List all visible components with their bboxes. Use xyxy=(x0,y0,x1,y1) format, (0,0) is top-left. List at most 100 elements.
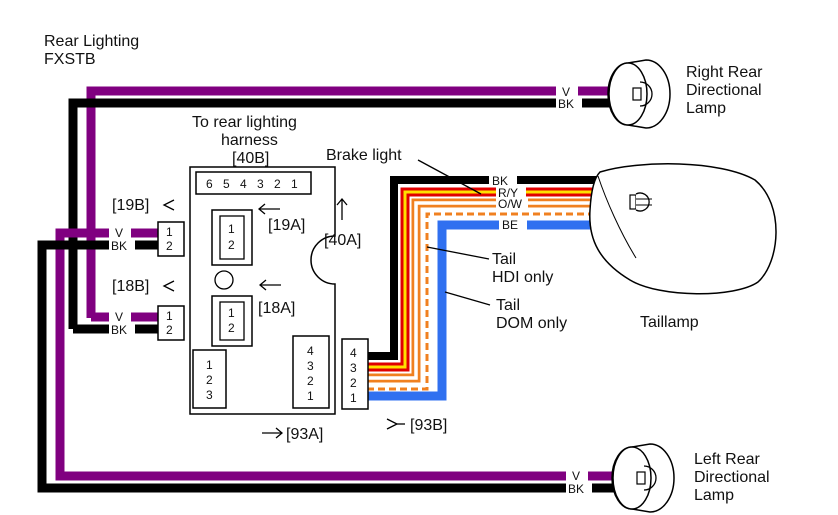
pin-label: 2 xyxy=(206,373,213,387)
pin-label: 4 xyxy=(307,344,314,358)
pin-label: 3 xyxy=(206,388,213,402)
right-lamp-label-line2: Directional xyxy=(686,82,762,99)
tail-hdi-label-line2: HDI only xyxy=(492,269,553,286)
pin-label: 1 xyxy=(166,309,173,323)
wire-label-bg xyxy=(109,323,135,336)
wire-label-19b-bk: BK xyxy=(111,239,127,253)
connector-93b-plug xyxy=(341,338,369,410)
connector-19a-label: [19A] xyxy=(268,217,305,234)
wire-label-19b-v: V xyxy=(115,226,123,240)
pin-label: 5 xyxy=(223,177,230,191)
wire-label-bg xyxy=(489,174,517,186)
connector-18a-inner xyxy=(219,301,245,341)
connector-18a-label: [18A] xyxy=(258,300,295,317)
connector-93b-label: [93B] xyxy=(410,417,447,434)
wire-label-bg xyxy=(109,226,131,239)
wire-label-bg xyxy=(496,186,526,198)
pin-label: 3 xyxy=(350,361,357,375)
mounting-hole xyxy=(214,270,234,290)
brake-light-label: Brake light xyxy=(326,147,402,164)
right-lamp-label-line3: Lamp xyxy=(686,100,726,117)
arrow-19b-icon xyxy=(162,199,175,211)
pin-label: 1 xyxy=(350,391,357,405)
wire-label-tail-ow: O/W xyxy=(498,197,523,211)
wire-label-bg xyxy=(496,197,528,209)
tail-hdi-leader xyxy=(426,246,490,260)
harness-label-line2: harness xyxy=(221,132,278,149)
wire-taillamp-orange-dashed xyxy=(367,212,630,391)
pin-label: 6 xyxy=(206,177,213,191)
pin-label: 1 xyxy=(291,177,298,191)
pin-label: 2 xyxy=(274,177,281,191)
wire-label-bg xyxy=(566,482,592,495)
connector-18a-socket xyxy=(211,295,253,347)
pin-label: 3 xyxy=(307,359,314,373)
harness-label-line1: To rear lighting xyxy=(192,114,297,131)
pin-label: 2 xyxy=(307,374,314,388)
arrow-18b-icon xyxy=(162,280,175,292)
wire-label-bg xyxy=(499,219,527,231)
wire-left-black xyxy=(37,240,632,493)
arrow-93b-icon xyxy=(386,418,399,430)
wire-label-bg xyxy=(109,310,131,323)
connector-40b-strip xyxy=(195,171,312,195)
pin-label: 2 xyxy=(228,321,235,335)
pin-label: 4 xyxy=(350,346,357,360)
pin-label: 2 xyxy=(228,238,235,252)
taillamp-label: Taillamp xyxy=(640,314,699,331)
left-lamp-label-line2: Directional xyxy=(694,469,770,486)
tail-dom-leader xyxy=(444,291,491,306)
arrow-40a-head xyxy=(336,197,348,206)
pin-label: 1 xyxy=(307,389,314,403)
pin-label: 4 xyxy=(240,177,247,191)
wire-label-tail-ry: R/Y xyxy=(498,186,518,200)
connector-19a-inner xyxy=(219,215,245,260)
wire-right-black xyxy=(68,98,632,329)
wire-label-tail-be: BE xyxy=(502,218,518,232)
pin-label: 2 xyxy=(166,323,173,337)
left-lamp-label-line3: Lamp xyxy=(694,487,734,504)
connector-3pin-socket xyxy=(192,349,227,409)
taillamp-icon xyxy=(589,163,777,295)
connector-93a-socket xyxy=(292,335,330,409)
connector-40a-label: [40A] xyxy=(324,232,361,249)
tail-dom-label-line1: Tail xyxy=(496,297,520,314)
wire-label-bg xyxy=(556,84,578,98)
connector-18b-plug xyxy=(157,305,185,341)
connector-19a-socket xyxy=(211,209,253,266)
pin-label: 1 xyxy=(228,222,235,236)
pin-label: 2 xyxy=(350,376,357,390)
wire-label-left-v: V xyxy=(572,469,580,483)
tail-hdi-label-line1: Tail xyxy=(492,251,516,268)
left-lamp-label-line1: Left Rear xyxy=(694,451,760,468)
diagram-title-line2: FXSTB xyxy=(44,51,96,68)
wire-label-bg xyxy=(566,469,588,482)
pin-label: 2 xyxy=(166,239,173,253)
wire-label-tail-bk: BK xyxy=(492,174,508,188)
arrow-19a-head xyxy=(257,203,266,215)
connector-40b-pins: 6 5 4 3 2 1 xyxy=(206,177,298,191)
wire-label-left-bk: BK xyxy=(568,482,584,496)
connector-18b-label: [18B] xyxy=(112,278,149,295)
wire-label-bg xyxy=(109,239,135,252)
left-rear-lamp-icon xyxy=(611,443,675,513)
connector-93a-label: [93A] xyxy=(286,426,323,443)
connector-19b-plug xyxy=(157,221,185,257)
wire-label-right-v: V xyxy=(562,85,570,99)
wire-label-18b-v: V xyxy=(115,310,123,324)
right-rear-lamp-icon xyxy=(607,59,671,129)
wire-label-18b-bk: BK xyxy=(111,323,127,337)
wire-label-bg xyxy=(556,97,582,110)
brake-light-leader xyxy=(417,159,482,195)
pin-label: 1 xyxy=(206,358,213,372)
diagram-title-line1: Rear Lighting xyxy=(44,33,139,50)
connector-19b-label: [19B] xyxy=(112,197,149,214)
right-lamp-label-line1: Right Rear xyxy=(686,64,763,81)
pin-label: 1 xyxy=(228,306,235,320)
pin-label: 3 xyxy=(257,177,264,191)
arrow-18a-head xyxy=(258,279,267,291)
arrow-93a-head xyxy=(275,427,284,439)
wire-label-right-bk: BK xyxy=(558,97,574,111)
pin-label: 1 xyxy=(166,225,173,239)
